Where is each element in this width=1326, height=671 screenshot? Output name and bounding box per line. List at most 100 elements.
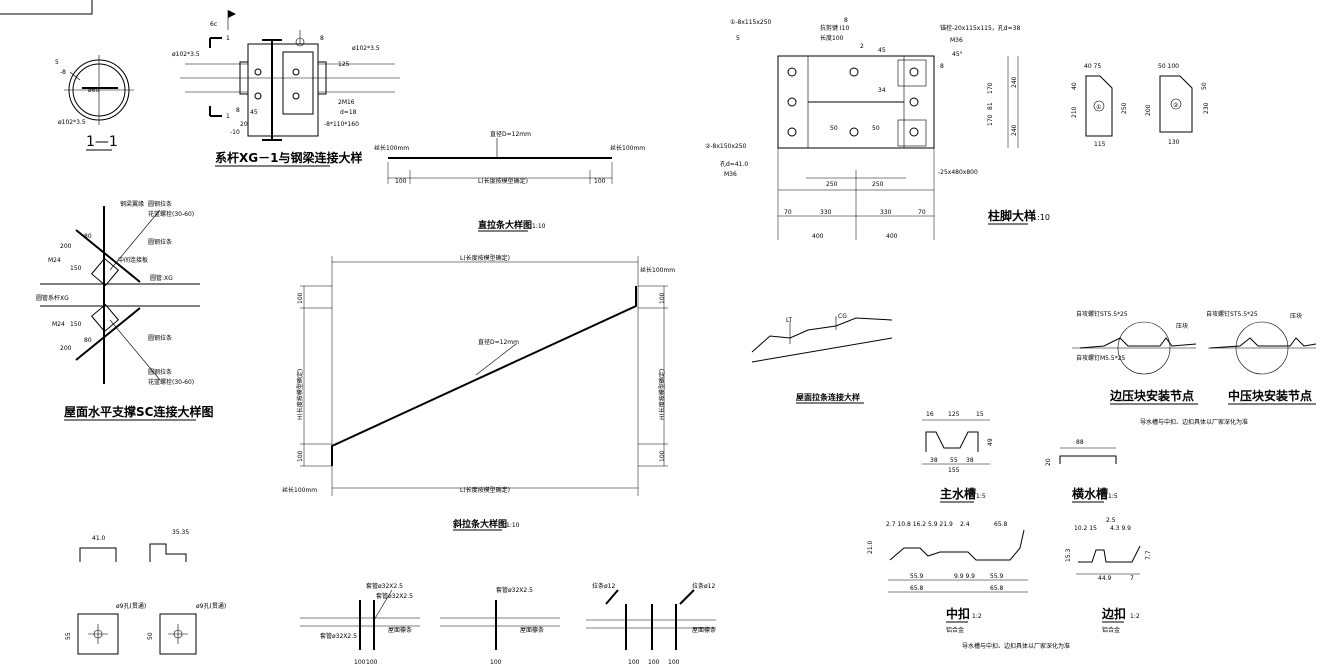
d50a: 50: [830, 125, 838, 132]
bd-d100c: 100: [490, 659, 502, 666]
d400a: 400: [812, 233, 824, 240]
mc-dims: 2.7 10.8 16.2 5.9 21.9: [886, 521, 953, 528]
stiff-len-label: 长度100: [820, 34, 844, 42]
ec-dims: 10.2 15: [1074, 525, 1097, 532]
diag-d100a: 100: [297, 292, 304, 304]
ec-d153: 15.3: [1065, 548, 1072, 562]
hole-label: 孔d=41.0: [720, 160, 748, 168]
mc-d559b: 55.9: [990, 573, 1004, 580]
ec-d77: 7.7: [1145, 550, 1152, 560]
plate-1-width: 40 75: [1084, 63, 1101, 70]
ec-d43: 4.3 9.9: [1110, 525, 1131, 532]
bd-a2: 套管ø32X2.5: [376, 592, 413, 600]
diag-top-label: 丝长100mm: [640, 266, 675, 274]
straight-scale: 1:10: [532, 223, 546, 230]
brace-title: 屋面水平支撑SC连接大样图: [64, 404, 213, 419]
bolt-label: 2M16: [338, 99, 355, 106]
section-mark-top: [209, 37, 222, 48]
d80a: 80: [84, 233, 92, 240]
d80b: 80: [84, 337, 92, 344]
stiffener-plates: ① 40 75 210 250 40 115 ② 50 100 200 230 …: [1071, 63, 1210, 148]
diag-title: 斜拉条大样图: [452, 518, 507, 530]
edge-clip-sub: 铝合金: [1102, 626, 1120, 634]
column-base-scale: 1:10: [1032, 213, 1050, 222]
rod-upper-left: [75, 229, 141, 283]
anchor-hole-3: [787, 127, 797, 137]
d250b: 250: [872, 181, 884, 188]
gusset-lower: [90, 303, 120, 333]
cross-gutter-title: 横水槽: [1072, 486, 1108, 501]
ec-d7: 7: [1130, 575, 1134, 582]
diag-h-left: H(长度按模型确定): [296, 369, 304, 420]
d70a: 70: [784, 209, 792, 216]
main-gutter-profile: [925, 431, 979, 452]
xg-left-label: 圆管系杆XG: [36, 294, 69, 302]
anchor-label: 锚栓-20x115x115，孔d=38: [940, 24, 1020, 32]
sleeve-1-diag: [373, 589, 393, 621]
plate-label: -8*110*160: [324, 121, 359, 128]
stiff-label: 抗剪键 I10: [820, 24, 849, 32]
plate-view-1: [77, 613, 119, 655]
rod-upper-right: [109, 209, 161, 271]
d81: 81: [987, 102, 994, 110]
diag-bar-leader: [475, 343, 517, 376]
bl-lbl1: ø9孔(贯通): [116, 602, 146, 610]
hole-label: d=18: [340, 109, 357, 116]
column-base-title: 柱脚大样: [988, 208, 1036, 223]
plate-2-marker: [1170, 98, 1182, 110]
main-gutter-scale: 1:5: [976, 493, 986, 500]
tube-label-right: ø102*3.5: [352, 45, 380, 52]
roof-profile-bottom: [751, 337, 893, 363]
plate2-label: ②-8x150x250: [705, 143, 747, 150]
dim-100a: 100: [395, 178, 407, 185]
mid-a5: 压块: [1290, 312, 1302, 320]
roof-profile-top: [751, 317, 893, 353]
bd-d100b: 100: [366, 659, 378, 666]
edge-a3: 自攻螺钉M5.5*25: [1076, 354, 1126, 362]
mc-d24: 2.4: [960, 521, 970, 528]
dim-8: 8: [236, 107, 240, 114]
m36-label: M36: [950, 37, 963, 44]
mc-d658b: 65.8: [910, 585, 924, 592]
roof-brace-detail: 200 200 150 150 80 80 M24 M24 圆管系杆XG 圆管:…: [36, 200, 213, 421]
bl-d3535: 35.35: [172, 529, 189, 536]
plate-2-h: 200: [1145, 104, 1152, 116]
roof-tie-title: 屋面拉条连接大样: [796, 392, 860, 402]
mg-d38: 38: [930, 457, 938, 464]
brace-lab6: 圆钢拉条: [148, 368, 172, 376]
d200b: 200: [60, 345, 72, 352]
brace-lab5: 花篮螺栓(30-60): [148, 378, 194, 386]
bl-lbl2: ø9孔(贯通): [196, 602, 226, 610]
column-base-detail: 70 70 330 330 400 400 250 250 240 240 17…: [705, 17, 1050, 240]
bd-a5: 套管ø32X2.5: [496, 586, 533, 594]
edge-node-circle: [1117, 321, 1171, 375]
cg-d20: 20: [1045, 458, 1052, 466]
diag-bar-label: 直径D=12mm: [478, 338, 519, 346]
diagonal-tie-detail: 直径D=12mm 丝长100mm 丝长100mm L(长度按模型确定) L(长度…: [282, 254, 675, 531]
main-gutter-title: 主水槽: [940, 486, 976, 501]
straight-bar-label: 直径D=12mm: [490, 130, 531, 138]
main-gutter-detail: 16 125 15 49 38 55 38 155 主水槽 1:5: [922, 411, 994, 503]
bolt-hole-3: [254, 68, 262, 76]
dim-100b: 100: [594, 178, 606, 185]
press-note: 导水槽与中扣、边扣具体以厂家深化为准: [1140, 418, 1248, 426]
m36b-label: M36: [724, 171, 737, 178]
tag-6c: 6c: [210, 21, 217, 28]
bd-a9: 屋面檩条: [692, 626, 716, 634]
cross-gutter-profile: [1059, 455, 1117, 464]
label-tube-bottom: ø102*3.5: [58, 119, 86, 126]
baseplate-label: -25x480x800: [938, 169, 978, 176]
mid-node-circle: [1235, 321, 1289, 375]
bd-a1: 套管ø32X2.5: [366, 582, 403, 590]
brace-lab3: 花篮螺栓(30-60): [148, 210, 194, 218]
mg-d49: 49: [987, 438, 994, 446]
diag-d100d: 100: [659, 450, 666, 462]
ec-d25: 2.5: [1106, 517, 1116, 524]
rod-lower-right: [109, 319, 161, 381]
plate-view-2: [159, 613, 197, 655]
bd-a3: 套管ø32X2.5: [320, 632, 357, 640]
plate-1-h2: 250: [1121, 102, 1128, 114]
plate-2-base: 130: [1168, 139, 1180, 146]
dim-125: 125: [338, 61, 350, 68]
